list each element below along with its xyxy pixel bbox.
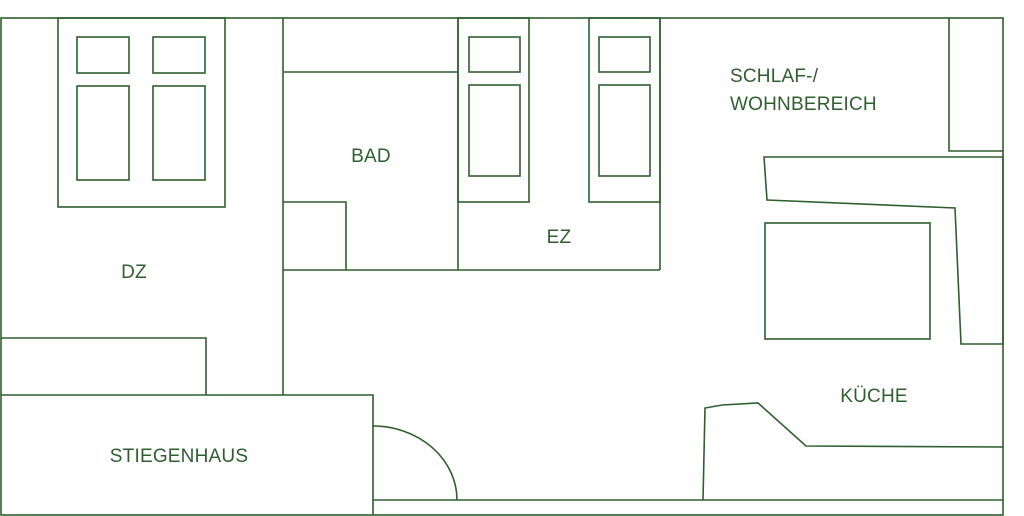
room-label-kueche: KÜCHE: [840, 386, 908, 407]
mattress: [468, 84, 521, 177]
room-ez: EZ: [457, 17, 661, 270]
kitchen-counter: [763, 156, 1004, 345]
kitchen-island: [764, 222, 931, 340]
pillow-left: [76, 36, 130, 74]
double-bed: [57, 17, 226, 208]
room-bad: BAD: [283, 18, 660, 271]
room-label-dz: DZ: [121, 262, 147, 283]
entrance-door: [372, 425, 458, 501]
mattress-left: [76, 85, 130, 181]
kitchen-bench: [702, 402, 1004, 501]
single-bed-left: [457, 17, 530, 203]
mattress: [598, 84, 651, 177]
mattress-right: [152, 85, 206, 181]
room-label-bad: BAD: [351, 146, 391, 167]
room-label-schlaf-line1: SCHLAF-/: [730, 66, 819, 87]
single-bed-right: [588, 17, 661, 203]
wardrobe: [948, 18, 1003, 152]
outer-wall: [0, 17, 1004, 516]
outer-walls: [0, 17, 1004, 516]
room-dz: DZ: [1, 17, 284, 395]
room-stiegenhaus: STIEGENHAUS: [1, 394, 374, 515]
pillow: [598, 36, 651, 73]
stiegenhaus-wall: [1, 394, 374, 515]
pillow: [468, 36, 521, 73]
bed-frame: [457, 17, 530, 203]
room-schlaf-wohnbereich: SCHLAF-/ WOHNBEREICH: [730, 18, 1004, 345]
room-label-stiegenhaus: STIEGENHAUS: [110, 446, 248, 467]
bath-fixture: [283, 201, 347, 270]
room-label-ez: EZ: [547, 227, 572, 248]
room-label-schlaf-line2: WOHNBEREICH: [730, 94, 877, 115]
bench: [1, 337, 207, 395]
pillow-right: [152, 36, 206, 74]
bed-frame: [57, 17, 226, 208]
room-kueche: KÜCHE: [702, 386, 1004, 501]
bed-frame: [588, 17, 661, 203]
door-swing-arc: [372, 425, 458, 501]
